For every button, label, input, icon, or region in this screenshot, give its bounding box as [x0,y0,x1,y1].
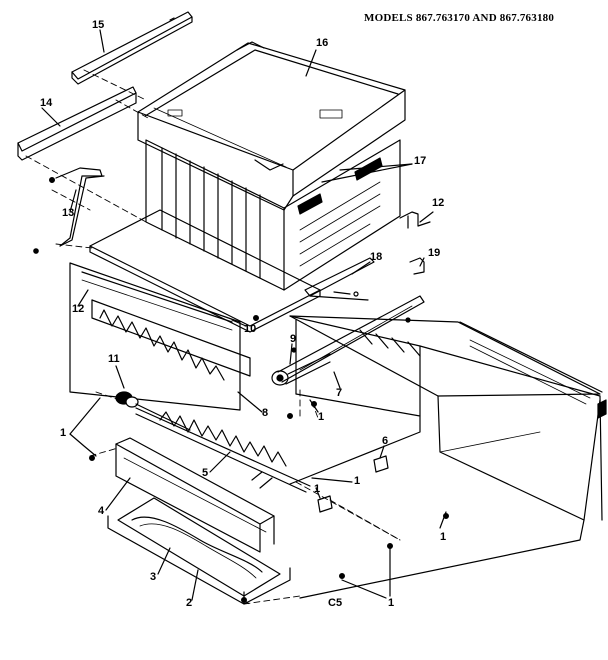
part-2-tray-frame [107,515,291,605]
callout-12-left: 12 [72,303,85,315]
callout-4: 4 [98,505,105,517]
callout-15: 15 [92,19,105,31]
leader-lines [41,29,447,601]
page-code: C5 [328,597,343,609]
callout-1-left: 1 [60,427,67,439]
callout-1-base: 1 [314,483,321,495]
callout-16: 16 [316,37,329,49]
assembly-guide-lines [25,69,401,607]
callout-9: 9 [290,333,297,345]
part-18-rail [304,257,375,301]
callout-19: 19 [428,247,441,259]
callout-18: 18 [370,251,383,263]
callout-1-upper: 1 [318,411,325,423]
part-16-top-box [137,41,406,211]
part-12-clip-right [399,211,431,229]
screws [33,177,450,603]
callout-17: 17 [414,155,427,167]
part-15-rail [71,11,193,85]
callout-2: 2 [186,597,193,609]
callout-1-mid: 1 [354,475,361,487]
part-17-heater-housing [145,139,401,291]
models-title: MODELS 867.763170 AND 867.763180 [364,12,555,24]
callout-12-right: 12 [432,197,445,209]
part-3-grease-tray [117,497,281,597]
part-4-front-trim [115,437,275,553]
callout-6-upper: 6 [382,435,389,447]
part-7-manifold [277,295,425,383]
callout-5: 5 [202,467,209,479]
callout-1-bottom: 1 [388,597,395,609]
callout-7: 7 [336,387,343,399]
callout-13: 13 [62,207,75,219]
callout-10: 10 [244,323,257,335]
callout-8: 8 [262,407,269,419]
part-19-clip [409,257,425,275]
callout-11: 11 [108,353,120,365]
callout-14: 14 [40,97,53,109]
part-10-baffle [91,299,251,381]
callout-1-right: 1 [440,531,447,543]
part-5-burner [135,407,311,493]
tray-plate [89,209,321,333]
part-11-knob [115,391,191,431]
part-14-side-rail [17,86,137,161]
part-6-tabs [317,455,389,513]
part-12-back-panel [69,262,241,411]
firebox-frame [289,315,607,599]
callout-3: 3 [150,571,157,583]
